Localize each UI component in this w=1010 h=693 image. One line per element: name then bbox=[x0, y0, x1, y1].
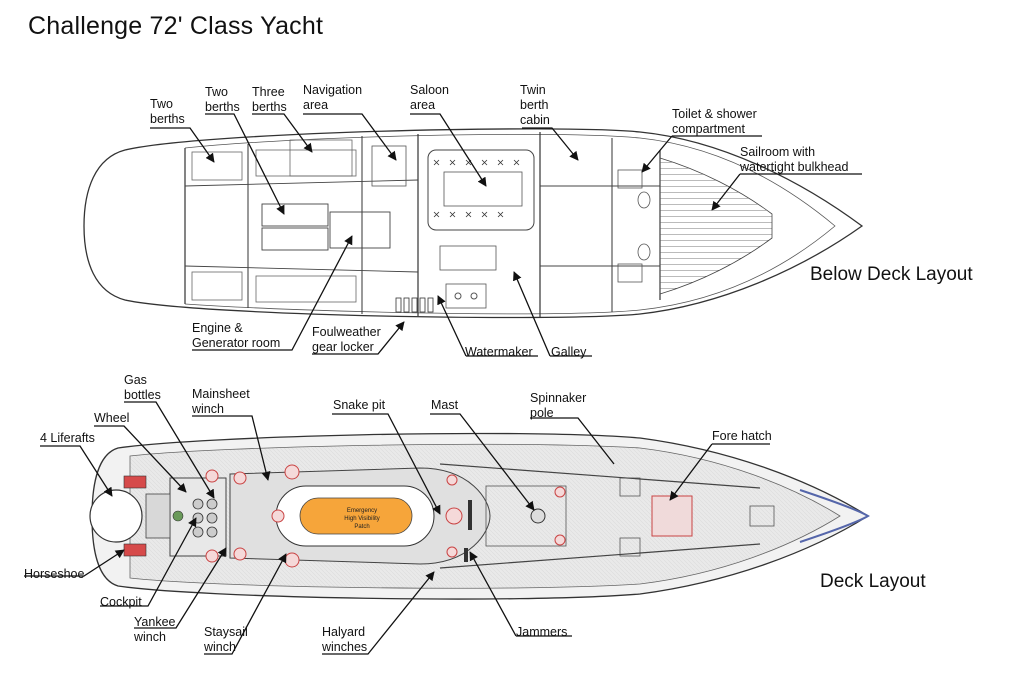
label-line: Halyard bbox=[322, 625, 365, 639]
label-fore-hatch: Fore hatch bbox=[712, 429, 772, 443]
label-line: Two bbox=[205, 85, 228, 99]
label-line: Wheel bbox=[94, 411, 129, 425]
page-title: Challenge 72' Class Yacht bbox=[28, 12, 324, 40]
label-galley: Galley bbox=[551, 345, 587, 359]
label-line: Snake pit bbox=[333, 398, 386, 412]
label-line: compartment bbox=[672, 122, 745, 136]
label-line: watertight bulkhead bbox=[739, 160, 848, 174]
label-cockpit: Cockpit bbox=[100, 595, 142, 609]
label-line: berths bbox=[205, 100, 240, 114]
label-line: winch bbox=[203, 640, 236, 654]
below-deck-title: Below Deck Layout bbox=[810, 264, 973, 285]
label-line: Saloon bbox=[410, 83, 449, 97]
deck-hull: Emergency High Visibility Patch bbox=[89, 432, 870, 600]
label-line: Horseshoe bbox=[24, 567, 84, 581]
label-line: Three bbox=[252, 85, 285, 99]
label-line: Cockpit bbox=[100, 595, 142, 609]
label-line: Generator room bbox=[192, 336, 280, 350]
deck-layout-title: Deck Layout bbox=[820, 571, 926, 592]
label-line: Galley bbox=[551, 345, 587, 359]
label-line: Sailroom with bbox=[740, 145, 815, 159]
label-line: Mast bbox=[431, 398, 459, 412]
label-line: Watermaker bbox=[465, 345, 533, 359]
label-line: Navigation bbox=[303, 83, 362, 97]
label-line: Fore hatch bbox=[712, 429, 772, 443]
patch-line-1: Emergency bbox=[347, 508, 377, 514]
label-line: Staysail bbox=[204, 625, 248, 639]
label-line: winch bbox=[133, 630, 166, 644]
label-line: berths bbox=[252, 100, 287, 114]
label-line: Toilet & shower bbox=[672, 107, 757, 121]
label-snake-pit: Snake pit bbox=[333, 398, 386, 412]
label-line: area bbox=[410, 98, 435, 112]
label-line: Foulweather bbox=[312, 325, 381, 339]
patch-line-3: Patch bbox=[354, 524, 369, 530]
liferaft-container bbox=[89, 489, 143, 543]
label-line: Spinnaker bbox=[530, 391, 586, 405]
label-line: bottles bbox=[124, 388, 161, 402]
label-mast: Mast bbox=[431, 398, 459, 412]
label-line: winches bbox=[321, 640, 367, 654]
label-line: Engine & bbox=[192, 321, 243, 335]
label-line: Two bbox=[150, 97, 173, 111]
label-engine-room: Engine &Generator room bbox=[192, 321, 280, 350]
label-line: Gas bbox=[124, 373, 147, 387]
label-line: cabin bbox=[520, 113, 550, 127]
patch-line-2: High Visibility bbox=[344, 516, 380, 522]
label-watermaker: Watermaker bbox=[465, 345, 533, 359]
label-line: winch bbox=[191, 402, 224, 416]
label-line: pole bbox=[530, 406, 554, 420]
label-line: gear locker bbox=[312, 340, 374, 354]
label-wheel: Wheel bbox=[94, 411, 129, 425]
label-line: berth bbox=[520, 98, 549, 112]
label-horseshoe: Horseshoe bbox=[24, 567, 84, 581]
below-deck-hull bbox=[83, 128, 864, 319]
label-line: Yankee bbox=[134, 615, 176, 629]
label-liferafts: 4 Liferafts bbox=[40, 431, 95, 445]
label-line: Jammers bbox=[516, 625, 567, 639]
label-line: Mainsheet bbox=[192, 387, 250, 401]
label-line: area bbox=[303, 98, 328, 112]
emergency-patch bbox=[299, 497, 413, 535]
leader-lines bbox=[24, 113, 862, 655]
label-line: berths bbox=[150, 112, 185, 126]
label-line: 4 Liferafts bbox=[40, 431, 95, 445]
label-line: Twin bbox=[520, 83, 546, 97]
label-jammers: Jammers bbox=[516, 625, 567, 639]
